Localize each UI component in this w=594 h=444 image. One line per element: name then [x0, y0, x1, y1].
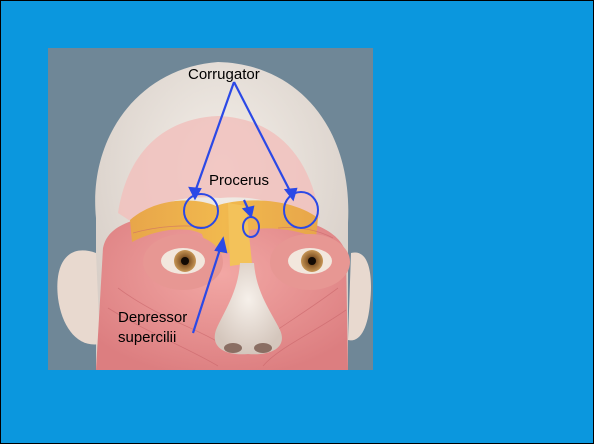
- label-depressor-line1: Depressor: [118, 309, 187, 326]
- facial-muscles-illustration: Corrugator Procerus Depressor supercilii: [48, 48, 373, 370]
- right-nostril: [254, 343, 272, 353]
- label-corrugator: Corrugator: [188, 66, 260, 83]
- left-pupil: [181, 257, 189, 265]
- label-depressor-line2: supercilii: [118, 329, 176, 346]
- face-svg: Corrugator Procerus Depressor supercilii: [48, 48, 373, 370]
- left-nostril: [224, 343, 242, 353]
- label-procerus: Procerus: [209, 172, 269, 189]
- right-pupil: [308, 257, 316, 265]
